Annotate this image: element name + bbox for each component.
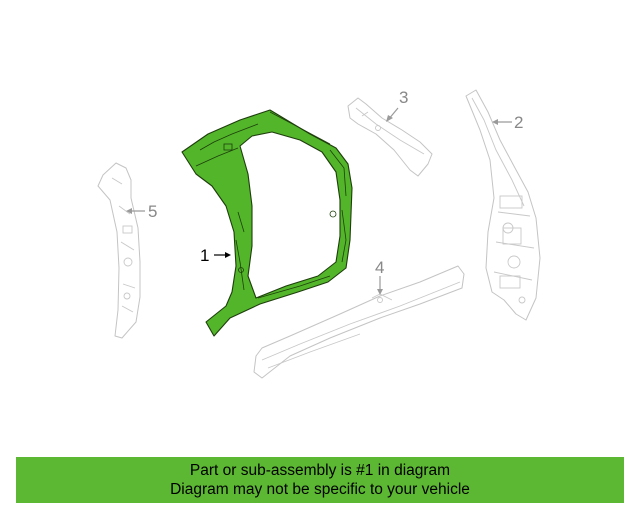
- part-3-upper-bracket[interactable]: [347, 97, 433, 177]
- callout-5[interactable]: 5: [126, 202, 157, 221]
- part-1-body-side-aperture[interactable]: [181, 109, 353, 337]
- part-5-b-pillar[interactable]: [97, 162, 141, 339]
- callout-1-number: 1: [200, 246, 209, 265]
- banner-line-1: Part or sub-assembly is #1 in diagram: [189, 462, 451, 479]
- part-4-rocker-panel[interactable]: [253, 265, 465, 379]
- callout-3[interactable]: 3: [386, 88, 408, 122]
- callout-4-number: 4: [375, 258, 384, 277]
- callout-2[interactable]: 2: [492, 113, 523, 132]
- banner-line-2: Diagram may not be specific to your vehi…: [170, 481, 470, 498]
- part-2-hinge-pillar[interactable]: [465, 89, 541, 321]
- callout-1[interactable]: 1: [200, 246, 231, 265]
- callout-2-number: 2: [514, 113, 523, 132]
- info-banner: Part or sub-assembly is #1 in diagram Di…: [16, 457, 624, 503]
- callout-5-number: 5: [148, 202, 157, 221]
- callout-3-number: 3: [399, 88, 408, 107]
- parts-diagram: 1 2 3 4 5: [97, 88, 541, 379]
- callout-4[interactable]: 4: [375, 258, 384, 295]
